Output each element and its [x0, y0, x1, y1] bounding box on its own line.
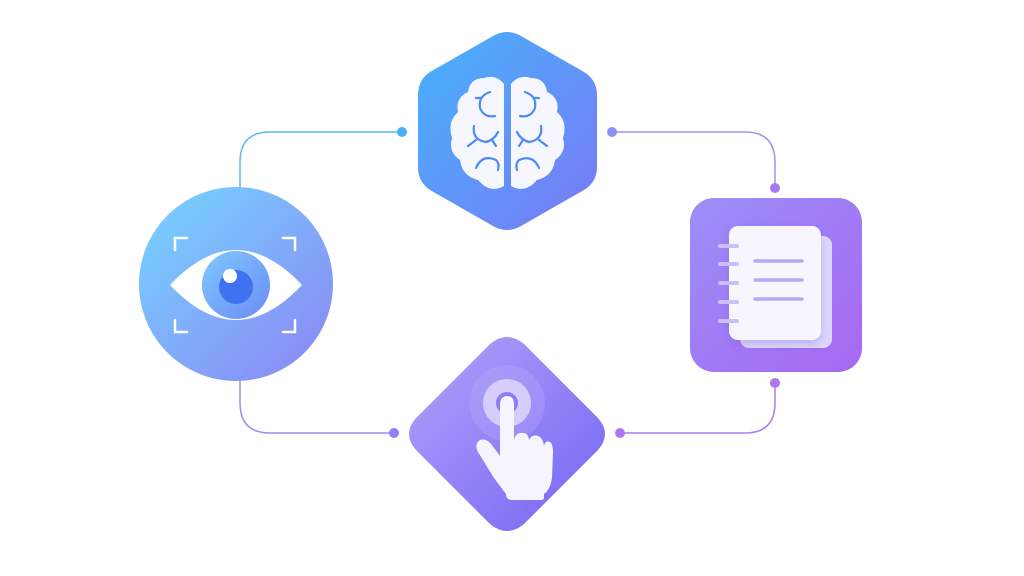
connector-dot	[770, 378, 780, 388]
brain-icon	[450, 76, 565, 189]
connector-dot	[615, 428, 625, 438]
node-think	[418, 32, 597, 230]
node-record	[690, 198, 862, 372]
connector-dot	[607, 127, 617, 137]
notebook-icon	[718, 226, 832, 348]
connector-eye-hand	[239, 381, 394, 434]
eye-icon	[170, 236, 302, 334]
tap-hand-icon	[469, 365, 553, 500]
node-act	[409, 337, 605, 531]
connector-dot	[389, 428, 399, 438]
connector-eye-brain	[239, 131, 402, 188]
connector-notebook-hand	[620, 383, 776, 434]
connector-brain-notebook	[612, 131, 776, 188]
connector-dot	[770, 183, 780, 193]
connector-dot	[397, 127, 407, 137]
node-perceive	[139, 187, 333, 381]
